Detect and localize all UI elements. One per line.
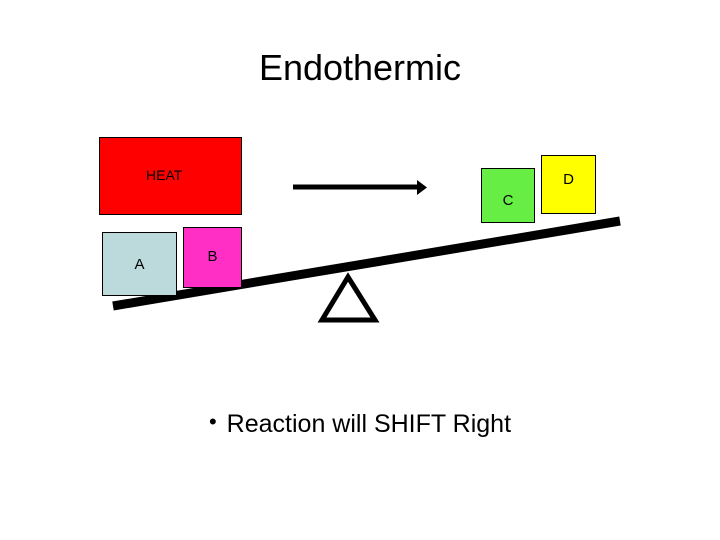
fulcrum-triangle (317, 272, 380, 323)
block-d[interactable]: D (541, 155, 596, 214)
block-c[interactable]: C (481, 168, 535, 223)
block-heat-label: HEAT (146, 167, 183, 183)
block-heat[interactable]: HEAT (99, 137, 242, 215)
page-title: Endothermic (258, 47, 462, 88)
block-b[interactable]: B (183, 227, 242, 288)
bullet-marker-icon: • (208, 409, 217, 434)
block-a[interactable]: A (102, 232, 177, 296)
block-a-label: A (134, 255, 145, 273)
reaction-arrow-head (417, 180, 427, 195)
conclusion-text: Reaction will SHIFT Right (226, 410, 512, 438)
conclusion-bullet: • Reaction will SHIFT Right (0, 409, 720, 439)
block-d-label: D (563, 171, 574, 188)
block-b-label: B (207, 248, 218, 265)
block-c-label: C (502, 192, 514, 209)
